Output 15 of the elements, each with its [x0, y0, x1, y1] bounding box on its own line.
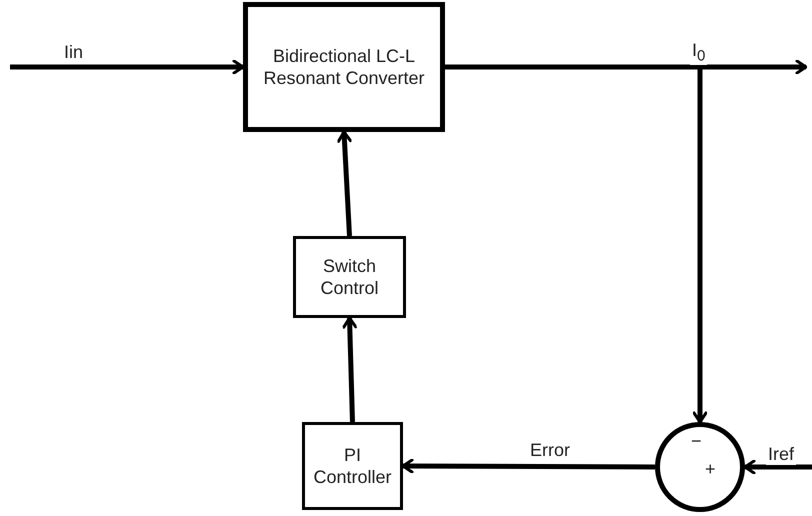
block-label: Switch Control [319, 254, 380, 300]
control-block [293, 236, 406, 318]
block-label: Bidirectional LC-L Resonant Converter [262, 44, 426, 90]
plus-sign: + [705, 460, 716, 478]
minus-sign: − [691, 432, 702, 450]
converter-block [243, 2, 445, 132]
block-label: PI Controller [312, 444, 393, 488]
arrow [744, 460, 812, 474]
arrow [402, 458, 655, 474]
arrow [336, 130, 352, 236]
summing-junction [655, 422, 745, 512]
arrow [10, 60, 244, 74]
edge-label: Iref [766, 444, 796, 465]
arrow [342, 316, 358, 422]
controller-block [302, 422, 403, 510]
